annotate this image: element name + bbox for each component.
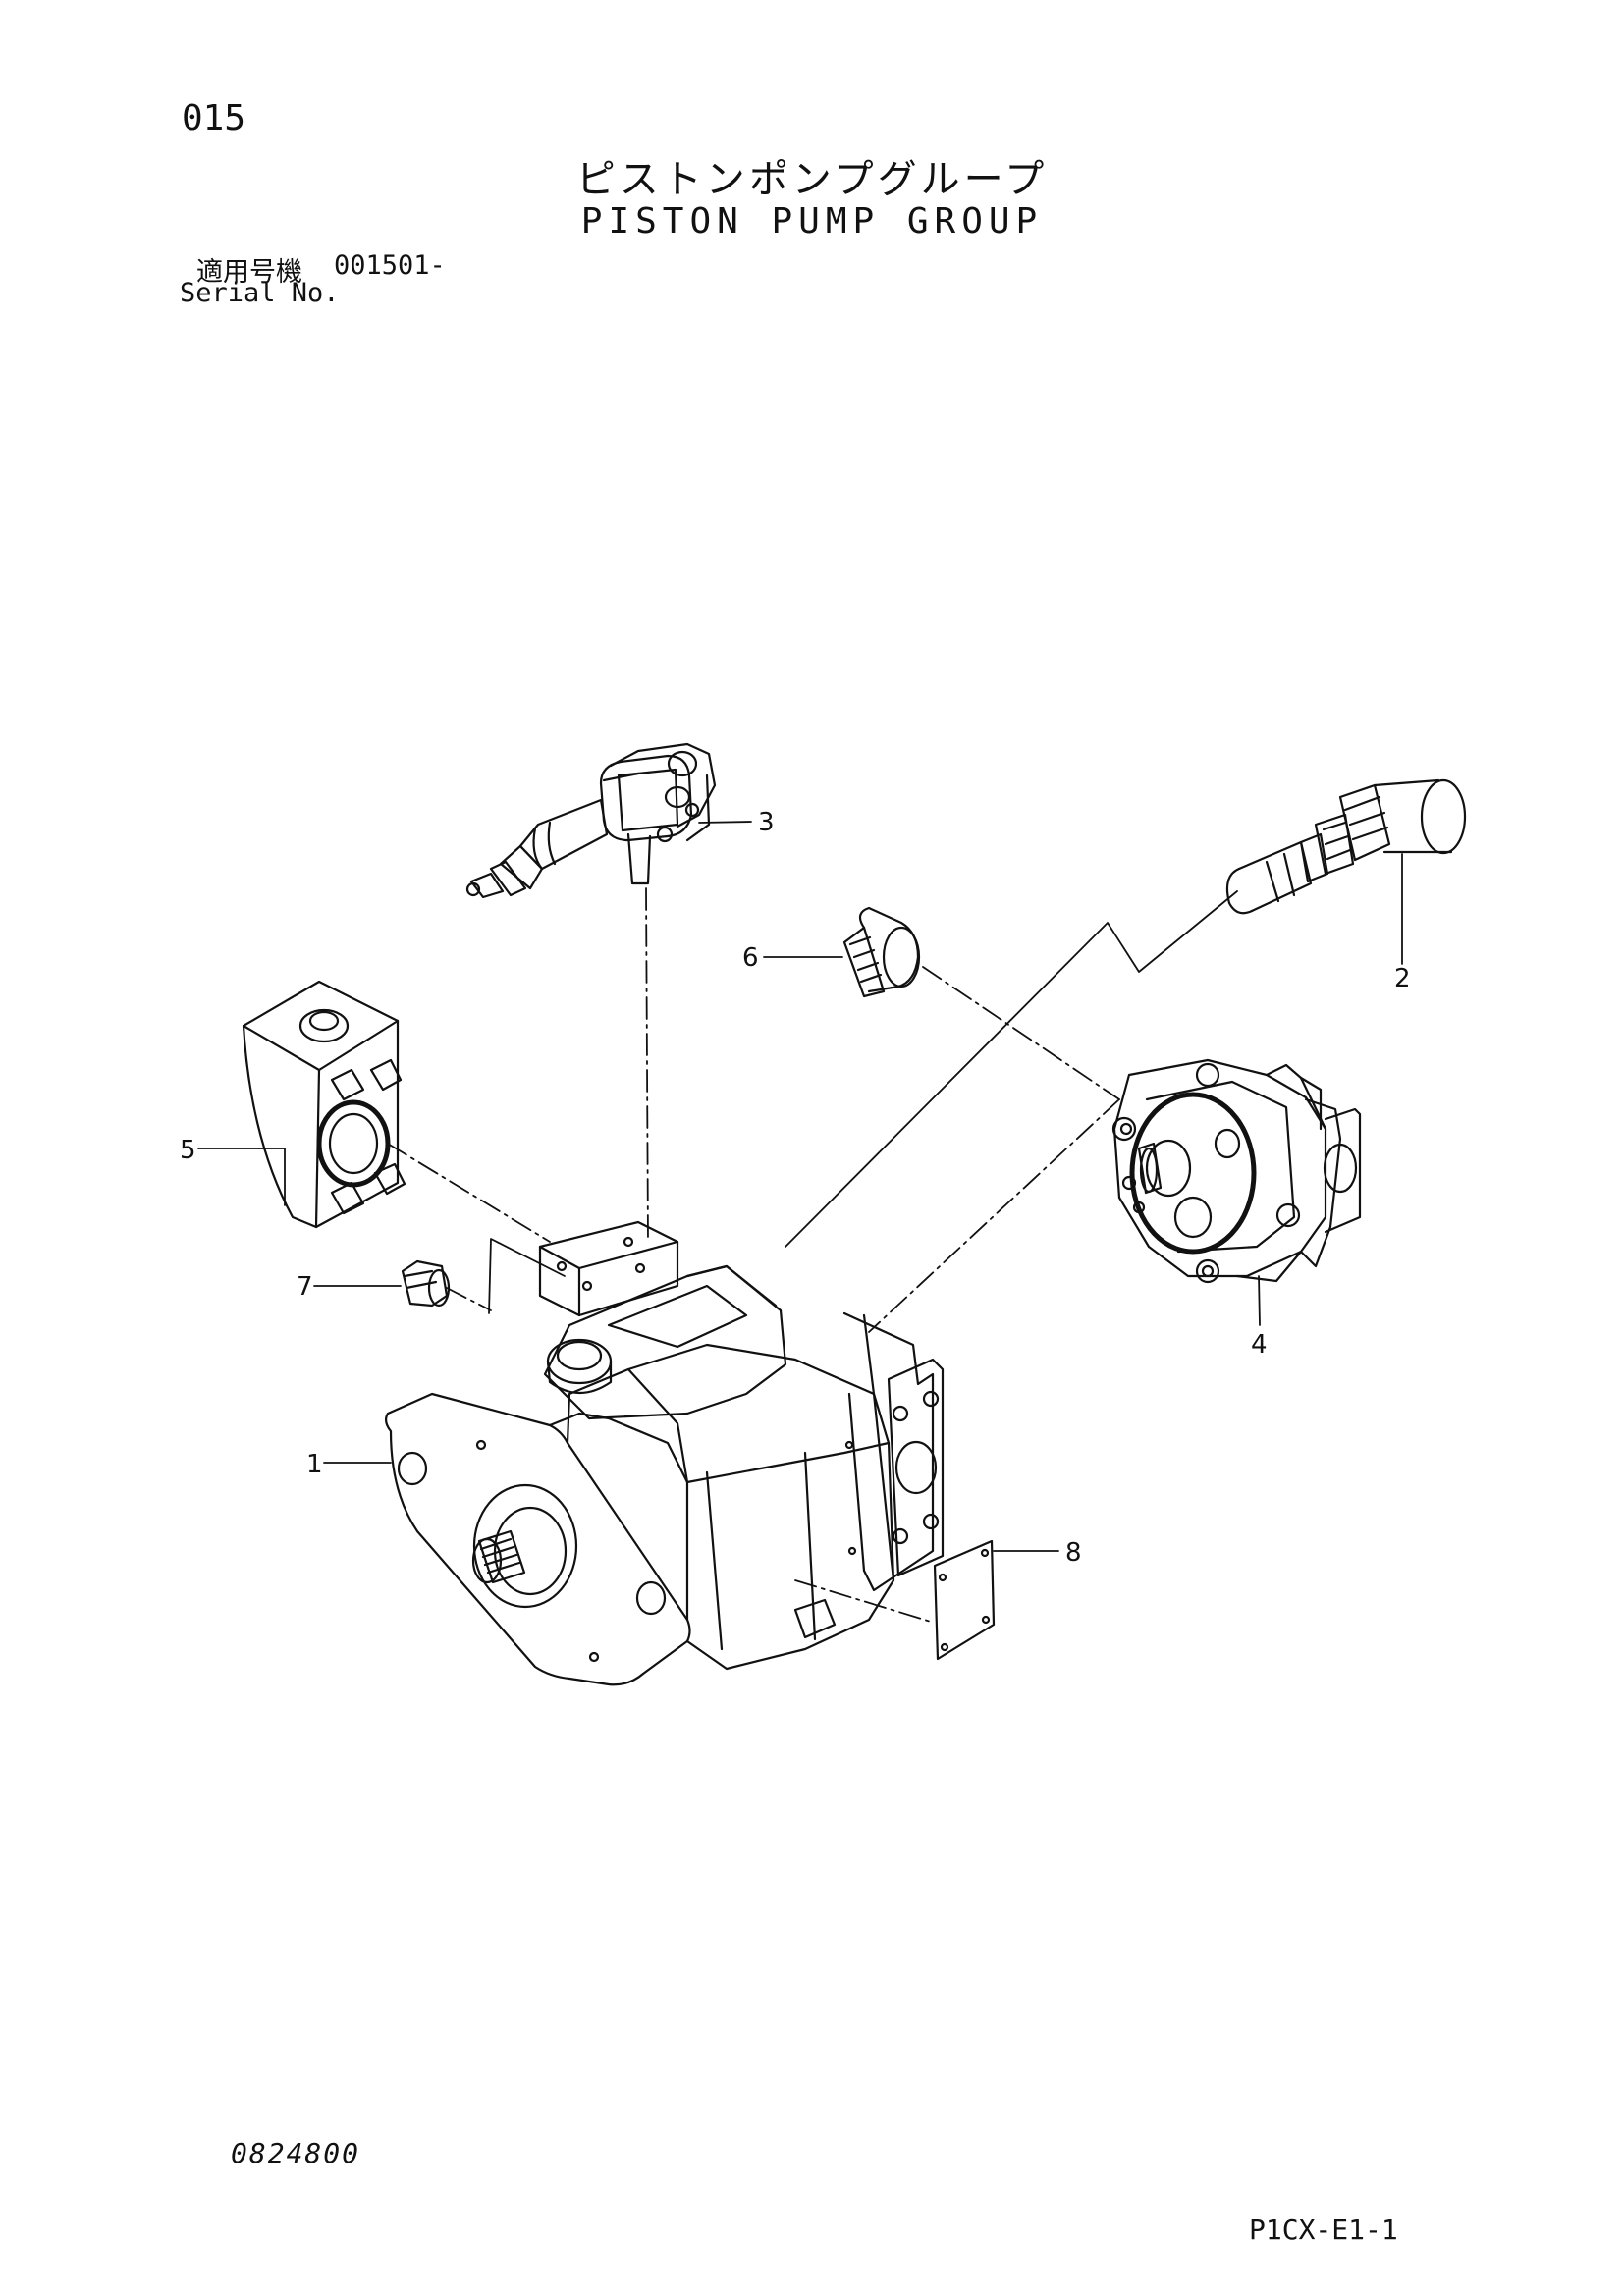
callout-1: 1 <box>306 1450 323 1479</box>
serial-label-japanese: 適用号機 <box>196 257 302 288</box>
callout-leaders <box>197 821 1403 1552</box>
gear-pump <box>1111 1058 1362 1284</box>
callout-7: 7 <box>297 1272 313 1302</box>
break-lines <box>488 890 1238 1314</box>
name-plate <box>933 1539 996 1661</box>
document-code: 0824800 <box>231 2137 361 2169</box>
callout-6: 6 <box>742 943 759 973</box>
pressure-sensor <box>1225 778 1467 915</box>
plug-6 <box>842 906 921 998</box>
callout-8: 8 <box>1065 1538 1082 1568</box>
title-english: PISTON PUMP GROUP <box>580 201 1044 241</box>
alignment-lines <box>387 887 1120 1623</box>
solenoid-valve <box>465 742 717 899</box>
serial-value: 001501- <box>334 250 446 281</box>
page-number: 015 <box>182 98 246 138</box>
title-japanese: ピストンポンプグループ <box>575 157 1049 202</box>
callout-3: 3 <box>758 808 775 837</box>
piston-pump-body <box>384 1220 945 1686</box>
plug-7 <box>401 1259 451 1308</box>
callout-2: 2 <box>1394 964 1411 993</box>
sheet-code: P1CX-E1-1 <box>1249 2214 1398 2246</box>
valve-block <box>242 980 406 1229</box>
serial-label-english: Serial No. <box>180 278 340 308</box>
callout-4: 4 <box>1251 1330 1268 1360</box>
callout-5: 5 <box>180 1136 196 1165</box>
